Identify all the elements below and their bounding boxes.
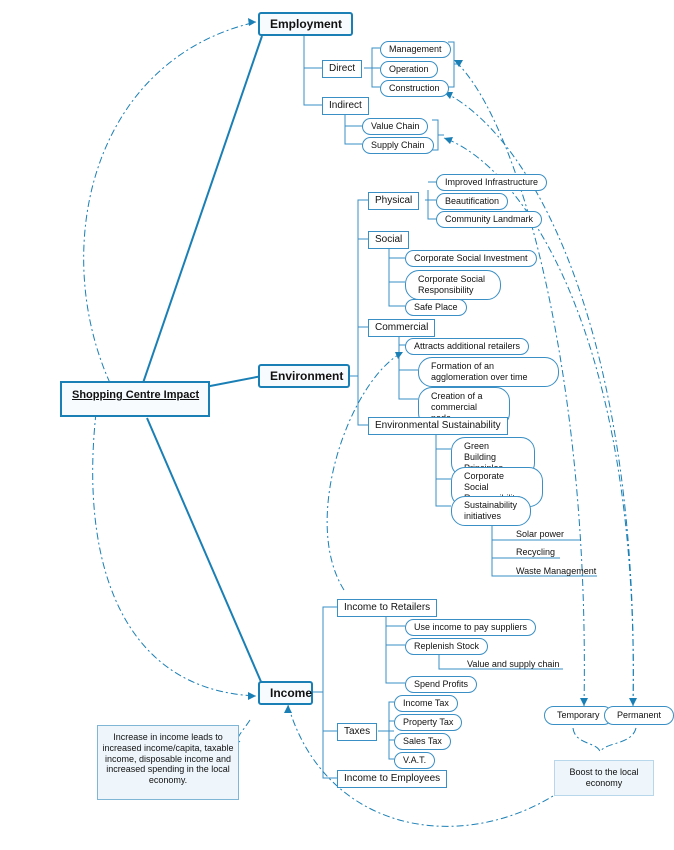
social-node[interactable]: Social — [368, 231, 410, 249]
beautification-node[interactable]: Beautification — [436, 193, 509, 210]
direct-node[interactable]: Direct — [322, 60, 363, 78]
income-to-retailers-node[interactable]: Income to Retailers — [337, 599, 438, 617]
recycling-item: Recycling — [516, 547, 556, 557]
income-note: Increase in income leads to increased in… — [97, 725, 239, 800]
income-label: Income — [270, 686, 313, 700]
indirect-node[interactable]: Indirect — [322, 97, 369, 115]
community-landmark-node[interactable]: Community Landmark — [436, 211, 543, 228]
corporate-social-responsibility-node[interactable]: Corporate Social Responsibility — [405, 270, 501, 300]
improved-infrastructure-node[interactable]: Improved Infrastructure — [436, 174, 548, 191]
pay-suppliers-node[interactable]: Use income to pay suppliers — [405, 619, 537, 636]
supply-chain-node[interactable]: Supply Chain — [362, 137, 434, 154]
employment-label: Employment — [270, 17, 343, 31]
attracts-retailers-node[interactable]: Attracts additional retailers — [405, 338, 530, 355]
environment-label: Environment — [270, 369, 344, 383]
spend-profits-node[interactable]: Spend Profits — [405, 676, 478, 693]
temporary-node[interactable]: Temporary — [544, 706, 613, 725]
permanent-node[interactable]: Permanent — [604, 706, 674, 725]
replenish-stock-node[interactable]: Replenish Stock — [405, 638, 489, 655]
sustainability-initiatives-node[interactable]: Sustainability initiatives — [451, 496, 531, 526]
construction-node[interactable]: Construction — [380, 80, 449, 97]
corporate-social-investment-node[interactable]: Corporate Social Investment — [405, 250, 537, 267]
operation-node[interactable]: Operation — [380, 61, 438, 78]
physical-node[interactable]: Physical — [368, 192, 420, 210]
income-node[interactable]: Income — [258, 681, 313, 706]
taxes-node[interactable]: Taxes — [337, 723, 378, 741]
safe-place-node[interactable]: Safe Place — [405, 299, 467, 316]
agglomeration-node[interactable]: Formation of an agglomeration over time — [418, 357, 559, 387]
value-chain-node[interactable]: Value Chain — [362, 118, 429, 135]
sales-tax-node[interactable]: Sales Tax — [394, 733, 451, 750]
income-tax-node[interactable]: Income Tax — [394, 695, 458, 712]
environment-node[interactable]: Environment — [258, 364, 350, 389]
root-label: Shopping Centre Impact — [72, 389, 200, 401]
property-tax-node[interactable]: Property Tax — [394, 714, 463, 731]
waste-management-item: Waste Management — [516, 566, 597, 576]
value-supply-chain-item: Value and supply chain — [467, 659, 560, 669]
root-node[interactable]: Shopping Centre Impact — [60, 381, 210, 417]
boost-local-economy-node: Boost to the local economy — [554, 760, 654, 796]
environmental-sustainability-node[interactable]: Environmental Sustainability — [368, 417, 508, 435]
employment-node[interactable]: Employment — [258, 12, 353, 37]
management-node[interactable]: Management — [380, 41, 451, 58]
vat-node[interactable]: V.A.T. — [394, 752, 436, 769]
income-to-employees-node[interactable]: Income to Employees — [337, 770, 448, 788]
solar-power-item: Solar power — [516, 529, 565, 539]
commercial-node[interactable]: Commercial — [368, 319, 436, 337]
